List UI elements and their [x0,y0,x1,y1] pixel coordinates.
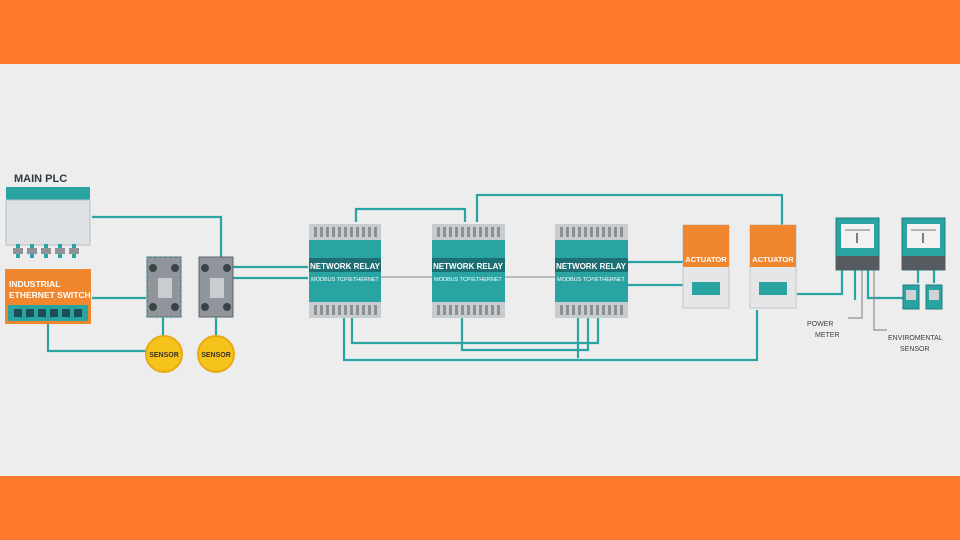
actuator-2: ACTUATOR [749,224,797,309]
power-meter-label-line1: POWER [807,321,833,328]
sensor-2: SENSOR [197,335,235,373]
connection-lines [46,193,936,362]
plc-title: MAIN PLC [14,173,67,185]
switch-label-line1: INDUSTRIAL [9,279,60,289]
main-plc [5,187,91,258]
switch-label-line2: ETHERNET SWITCH [9,290,91,300]
relay-3-subtitle: MODBUS TCP/ETHERNET [557,277,625,283]
sensor-2-label: SENSOR [201,352,231,359]
industrial-ethernet-switch: INDUSTRIAL ETHERNET SWITCH [5,269,91,324]
environmental-probe-1 [902,284,920,310]
relay-2-subtitle: MODBUS TCP/ETHERNET [434,277,502,283]
relay-2-title: NETWORK RELAY [433,262,504,271]
sensor-1: SENSOR [145,335,183,373]
actuator-1-label: ACTUATOR [685,255,727,264]
relay-1-subtitle: MODBUS TCP/ETHERNET [311,277,379,283]
bottom-orange-band [0,476,960,540]
power-meter [835,217,880,271]
io-module-2 [198,256,234,318]
top-orange-band [0,0,960,64]
actuator-1: ACTUATOR [682,224,730,309]
environmental-sensor-label-line1: ENVIROMENTAL [888,335,943,342]
environmental-sensor-label-line2: SENSOR [900,346,930,353]
io-module-1 [146,256,182,318]
network-relay-2: NETWORK RELAY MODBUS TCP/ETHERNET [432,224,505,318]
network-relay-3: NETWORK RELAY MODBUS TCP/ETHERNET [555,224,628,318]
label-leader-lines [848,270,887,331]
relay-1-title: NETWORK RELAY [310,262,381,271]
actuator-2-label: ACTUATOR [752,255,794,264]
environmental-probe-2 [925,284,943,310]
environmental-sensor-hub [901,217,946,271]
sensor-1-label: SENSOR [149,352,179,359]
relay-3-title: NETWORK RELAY [556,262,627,271]
network-relay-1: NETWORK RELAY MODBUS TCP/ETHERNET [309,224,381,318]
power-meter-label-line2: METER [815,332,840,339]
